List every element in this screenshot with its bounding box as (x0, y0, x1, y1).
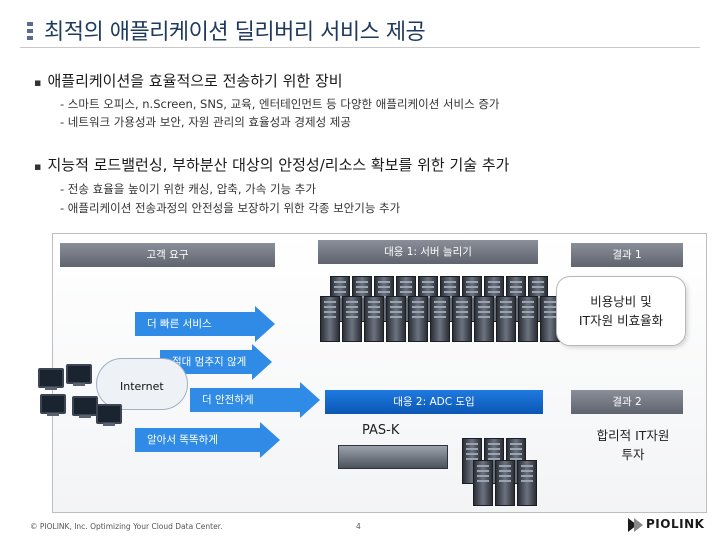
pc-icon (72, 396, 98, 418)
result2-text-line-1: 합리적 IT자원 (596, 428, 670, 443)
section2-heading: 지능적 로드밸런싱, 부하분산 대상의 안정성/리소스 확보를 위한 기술 추가 (34, 154, 509, 175)
option2-header: 대응 2: ADC 도입 (325, 390, 543, 414)
safer-arrow: 더 안전하게 (190, 382, 320, 418)
result1-text-line-1: 비용낭비 및 (590, 294, 652, 309)
result2-text-line-2: 투자 (621, 447, 645, 462)
option1-header: 대응 1: 서버 늘리기 (318, 240, 538, 264)
piolink-logo-text: PIOLINK (646, 517, 705, 531)
adc-appliance-image (338, 445, 448, 469)
section1-line-2: - 네트워크 가용성과 보안, 자원 관리의 효율성과 경제성 제공 (60, 115, 351, 129)
page-title: 최적의 애플리케이션 딜리버리 서비스 제공 (44, 20, 426, 45)
pc-icon (40, 394, 66, 416)
result2-header: 결과 2 (571, 390, 683, 414)
smart-arrow: 알아서 똑똑하게 (135, 422, 280, 458)
section2-line-2: - 애플리케이션 전송과정의 안전성을 보장하기 위한 각종 보안기능 추가 (60, 201, 401, 215)
pc-icon (96, 404, 122, 426)
result2-text: 합리적 IT자원 투자 (578, 425, 688, 463)
result1-callout: 비용낭비 및 IT자원 비효율화 (556, 276, 686, 346)
piolink-logo-icon (628, 517, 644, 532)
internet-label: Internet (120, 380, 164, 393)
faster-service-arrow: 더 빠른 서비스 (135, 306, 275, 342)
title-marker-icon (27, 22, 35, 40)
footer-copyright: © PIOLINK, Inc. Optimizing Your Cloud Da… (30, 522, 223, 531)
product-label: PAS-K (362, 423, 400, 438)
pc-icon (66, 364, 92, 386)
internet-cloud-icon (96, 358, 188, 410)
result1-header: 결과 1 (571, 243, 683, 267)
result1-text-line-2: IT자원 비효율화 (578, 313, 664, 328)
customer-requirements-header: 고객 요구 (60, 243, 275, 267)
pc-icon (38, 368, 64, 390)
section1-line-1: - 스마트 오피스, n.Screen, SNS, 교육, 엔터테인먼트 등 다… (60, 97, 500, 111)
page-number: 4 (356, 522, 361, 531)
title-divider (20, 47, 700, 48)
section1-heading: 애플리케이션을 효율적으로 전송하기 위한 장비 (34, 70, 342, 91)
section2-line-1: - 전송 효율을 높이기 위한 캐싱, 압축, 가속 기능 추가 (60, 182, 316, 196)
